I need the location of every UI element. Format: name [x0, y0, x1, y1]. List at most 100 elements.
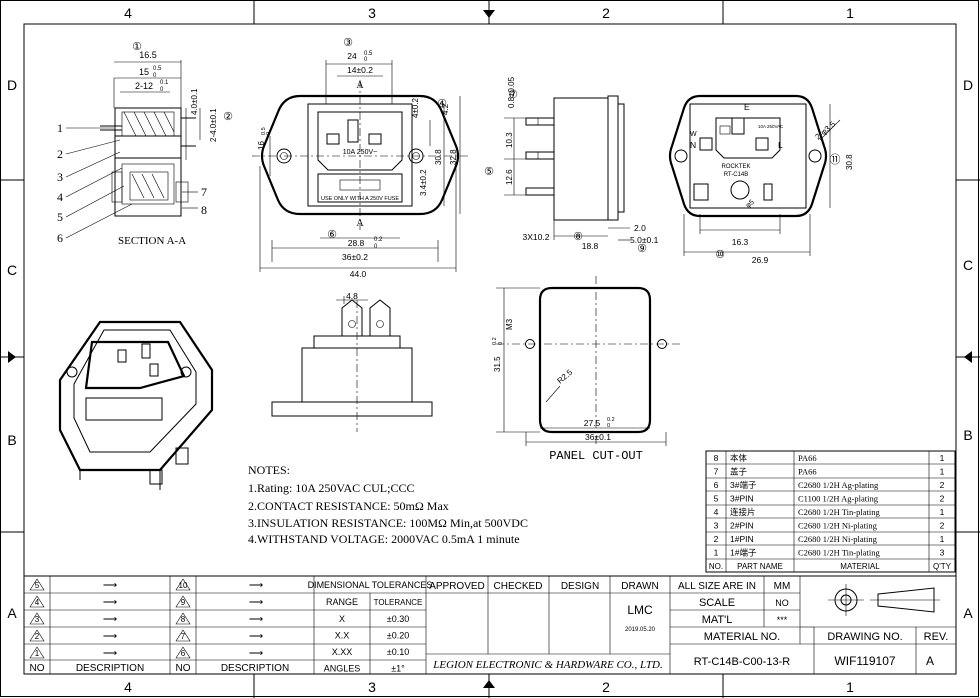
sec-dim-2-4: 2-4.0±0.1: [209, 108, 218, 142]
rev-no-label-right: NO: [176, 663, 191, 674]
inner-frame: [23, 23, 957, 675]
callout-3: 3: [57, 170, 63, 184]
bom-cell-part: 3#PIN: [730, 494, 754, 504]
rev-desc-label-left: DESCRIPTION: [76, 663, 144, 674]
revision-rows: 5⟶4⟶3⟶2⟶1⟶10⟶9⟶8⟶7⟶6⟶: [29, 578, 263, 659]
revision-description: ⟶: [249, 648, 263, 659]
bom-cell-no: 4: [714, 507, 719, 517]
callout-2: 2: [57, 147, 63, 161]
front-view: 10A 250V~ USE ONLY WITH A 250V FUSE 24 0…: [252, 37, 494, 279]
bom-cell-no: 6: [714, 480, 719, 490]
revision-triangle: [29, 646, 45, 659]
sec-circled-2: ②: [223, 111, 233, 123]
rear-label-model: RT-C14B: [724, 172, 749, 178]
side-dim-5-0: 5.0±0.1: [630, 235, 659, 245]
bom-cell-no: 8: [714, 453, 719, 463]
drawn-by: LMC: [627, 603, 653, 617]
bom-cell-material: C1100 1/2H Ag-plating: [798, 494, 879, 504]
zone-col-4-top: 4: [124, 5, 132, 21]
sec-circled-1: ①: [132, 41, 142, 53]
company-name: LEGION ELECTRONIC & HARDWARE CO., LTD.: [432, 659, 662, 671]
front-dim-24-tol-lo: 0: [364, 57, 368, 63]
bom-cell-qty: 1: [940, 453, 945, 463]
tol-value: ±0.20: [387, 631, 409, 641]
callout-6: 6: [57, 231, 63, 245]
front-section-mark-top: A: [356, 80, 364, 91]
zone-col-1-top: 1: [846, 5, 854, 21]
side-dim-2-0: 2.0: [634, 223, 646, 233]
bom-cell-material: C2680 1/2H Tin-plating: [798, 507, 880, 517]
rear-label-rating: 10A 250VAC: [758, 124, 784, 129]
tol-range: X.XX: [332, 647, 353, 657]
side-dim-18-8: 18.8: [582, 241, 599, 251]
bom-cell-part: 2#PIN: [730, 521, 754, 531]
callout-8: 8: [201, 203, 207, 217]
revision-number: 3: [35, 615, 40, 624]
note-2: 2.CONTACT RESISTANCE: 50mΩ Max: [248, 499, 449, 513]
revision-number: 4: [35, 598, 40, 607]
zone-row-c-left: C: [7, 262, 17, 278]
material-no-value: RT-C14B-C00-13-R: [694, 656, 790, 668]
bom-cell-material: C2680 1/2H Ag-plating: [798, 480, 879, 490]
revision-number: 5: [35, 581, 40, 590]
front-dim-4: 4±0.2: [411, 97, 420, 118]
cutout-dim-36: 36±0.1: [585, 432, 611, 442]
zone-row-b-right: B: [963, 427, 972, 443]
bom-cell-no: 1: [714, 548, 719, 558]
tol-range: X.X: [335, 631, 350, 641]
rear-pin-w: W: [690, 131, 697, 138]
revision-triangle: [29, 578, 45, 591]
rev-no-label-left: NO: [30, 663, 45, 674]
bom-cell-material: C2680 1/2H Ni-plating: [798, 534, 878, 544]
cutout-dim-31-5-tol-lo: 0: [498, 342, 504, 345]
front-dim-16: 16: [257, 141, 266, 150]
revision-triangle: [175, 612, 191, 625]
front-circled-4: ④: [437, 98, 447, 110]
sec-dim-4: 4.0±0.1: [190, 88, 199, 115]
revision-number: 7: [181, 632, 186, 641]
front-dim-14: 14±0.2: [347, 65, 373, 75]
side-dim-10-3: 10.3: [505, 132, 514, 148]
cutout-dim-r2-5: R2.5: [556, 367, 575, 385]
bom-cell-qty: 1: [940, 507, 945, 517]
bom-cell-qty: 2: [940, 494, 945, 504]
revision-triangle: [175, 629, 191, 642]
checked-label: CHECKED: [494, 581, 543, 592]
zone-col-1-bottom: 1: [846, 679, 854, 695]
front-dim-28-8: 28.8: [348, 238, 365, 248]
bom-header-part: PART NAME: [737, 562, 783, 571]
revision-number: 6: [181, 649, 186, 658]
tol-value: ±0.30: [387, 614, 409, 624]
unit-value: MM: [774, 581, 791, 592]
cutout-dim-m3: M3: [505, 318, 514, 330]
revision-description: ⟶: [249, 631, 263, 642]
revision-number: 8: [181, 615, 186, 624]
tol-value: ±1°: [391, 664, 405, 674]
bom-cell-no: 2: [714, 534, 719, 544]
bom-header-qty: Q'TY: [933, 562, 952, 571]
rear-circled-10: ⑩: [715, 249, 725, 261]
front-dim-28-8-tol-up: 0.2: [374, 237, 383, 243]
side-view: 0.8±0.05 10.3 12.6 3X10.2 18.8 2.0 5.0±0…: [504, 76, 659, 255]
zone-row-d-left: D: [7, 77, 17, 93]
revision-number: 10: [179, 581, 188, 590]
scale-label: SCALE: [699, 597, 735, 609]
revision-triangle: [29, 612, 45, 625]
revision-triangle: [29, 629, 45, 642]
rev-label: REV.: [924, 631, 949, 643]
approved-label: APPROVED: [429, 581, 485, 592]
section-title: SECTION A-A: [118, 235, 186, 247]
top-view: 4.8: [271, 291, 433, 432]
sec-dim-15-tol-up: 0.5: [153, 66, 162, 72]
material-value: ***: [777, 615, 788, 625]
zone-row-c-right: C: [963, 257, 973, 273]
callout-7: 7: [201, 185, 207, 199]
bom-cell-part: 盖子: [730, 467, 748, 477]
bom-cell-qty: 1: [940, 534, 945, 544]
rear-dim-26-9: 26.9: [752, 255, 769, 265]
rear-dim-16-3: 16.3: [732, 237, 749, 247]
sec-dim-2-12: 2-12: [135, 81, 153, 91]
note-4: 4.WITHSTAND VOLTAGE: 2000VAC 0.5mA 1 min…: [248, 532, 520, 546]
